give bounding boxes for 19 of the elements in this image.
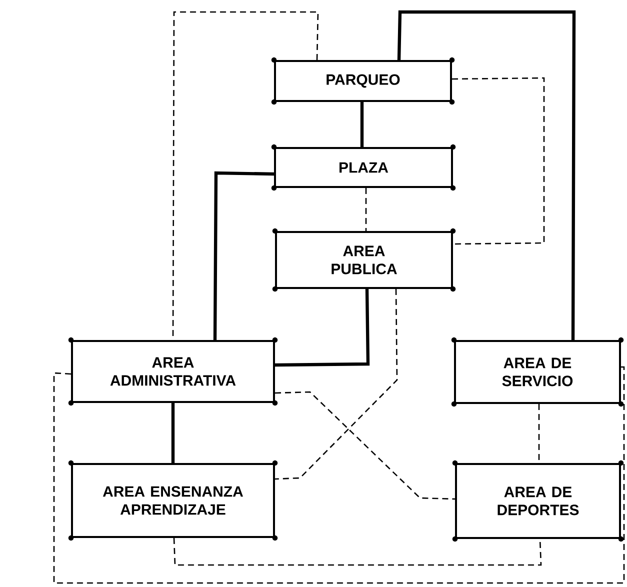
area-box: AREA DE DEPORTES [452, 460, 624, 542]
dashed-connector [538, 404, 540, 463]
connector [213, 171, 274, 340]
connector [397, 10, 576, 340]
dashed-connector [173, 538, 542, 566]
dashed-connector [53, 366, 625, 584]
area-box: PARQUEO [271, 57, 455, 105]
connector [274, 288, 370, 367]
dashed-connector [274, 288, 398, 480]
area-box: PLAZA [271, 144, 456, 191]
connector [171, 403, 175, 463]
area-box: AREA DE SERVICIO [451, 337, 624, 407]
area-box: AREA PUBLICA [272, 228, 456, 292]
dashed-connector [274, 391, 456, 500]
dashed-connector [452, 77, 545, 245]
area-box: AREA ADMINISTRATIVA [68, 337, 278, 406]
area-box: AREA ENSENANZA APRENDIZAJE [68, 460, 278, 541]
connector [360, 102, 364, 147]
dashed-connector [365, 188, 367, 231]
